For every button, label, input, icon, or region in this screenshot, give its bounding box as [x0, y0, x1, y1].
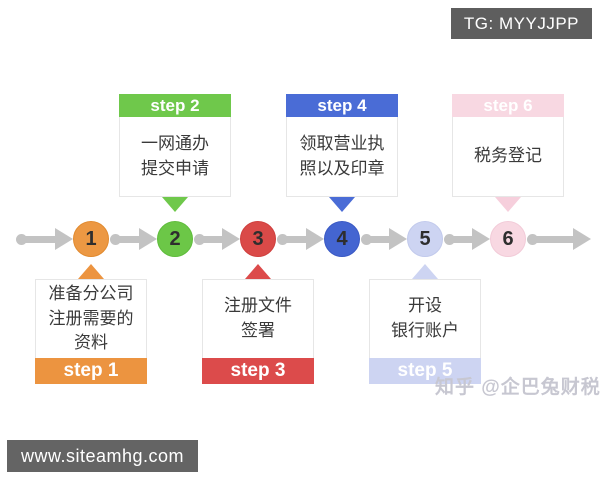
step-5-header: step 5 [369, 358, 481, 384]
arrow-connector [527, 228, 591, 250]
step-6-text: 税务登记 [452, 117, 564, 197]
arrow-connector [444, 228, 490, 250]
telegram-badge: TG: MYYJJPP [450, 8, 592, 39]
step-card-2: step 2 一网通办 提交申请 [119, 94, 231, 212]
step-2-header: step 2 [119, 94, 231, 117]
arrowhead-icon [573, 228, 591, 250]
step-4-text: 领取营业执 照以及印章 [286, 117, 398, 197]
timeline-node-6: 6 [490, 221, 526, 257]
connector-dot [361, 233, 372, 245]
step-card-4: step 4 领取营业执 照以及印章 [286, 94, 398, 212]
step-card-1: 准备分公司 注册需要的 资料 step 1 [35, 264, 147, 384]
pointer-up-icon [245, 264, 271, 279]
arrowhead-icon [472, 228, 490, 250]
step-1-text: 准备分公司 注册需要的 资料 [35, 279, 147, 358]
connector-dot [194, 233, 205, 245]
step-1-header: step 1 [35, 358, 147, 384]
pointer-up-icon [412, 264, 438, 279]
zhihu-watermark: 知乎 @企巴兔财税 [435, 377, 600, 398]
pointer-down-icon [329, 197, 355, 212]
arrowhead-icon [55, 228, 73, 250]
step-3-header: step 3 [202, 358, 314, 384]
step-4-header: step 4 [286, 94, 398, 117]
pointer-down-icon [162, 197, 188, 212]
connector-bar [370, 235, 389, 243]
connector-dot [444, 233, 455, 245]
timeline-node-3: 3 [240, 221, 276, 257]
connector-dot [527, 233, 538, 245]
pointer-up-icon [78, 264, 104, 279]
step-3-text: 注册文件 签署 [202, 279, 314, 358]
arrow-connector [277, 228, 324, 250]
arrow-connector [361, 228, 407, 250]
step-card-6: step 6 税务登记 [452, 94, 564, 212]
timeline-node-4: 4 [324, 221, 360, 257]
arrowhead-icon [306, 228, 324, 250]
connector-bar [536, 235, 573, 243]
website-badge: www.siteamhg.com [7, 440, 199, 472]
connector-bar [286, 235, 306, 243]
arrowhead-icon [222, 228, 240, 250]
connector-bar [453, 235, 472, 243]
connector-dot [16, 233, 27, 245]
step-5-text: 开设 银行账户 [369, 279, 481, 358]
step-2-text: 一网通办 提交申请 [119, 117, 231, 197]
timeline-node-5: 5 [407, 221, 443, 257]
step-card-3: 注册文件 签署 step 3 [202, 264, 314, 384]
connector-dot [110, 233, 121, 245]
timeline-node-1: 1 [73, 221, 109, 257]
arrowhead-icon [389, 228, 407, 250]
connector-dot [277, 233, 288, 245]
connector-bar [119, 235, 139, 243]
connector-bar [203, 235, 222, 243]
arrow-connector [16, 228, 73, 250]
step-6-header: step 6 [452, 94, 564, 117]
arrow-connector [110, 228, 157, 250]
timeline-node-2: 2 [157, 221, 193, 257]
step-card-5: 开设 银行账户 step 5 [369, 264, 481, 384]
pointer-down-icon [495, 197, 521, 212]
arrowhead-icon [139, 228, 157, 250]
connector-bar [25, 235, 55, 243]
arrow-connector [194, 228, 240, 250]
